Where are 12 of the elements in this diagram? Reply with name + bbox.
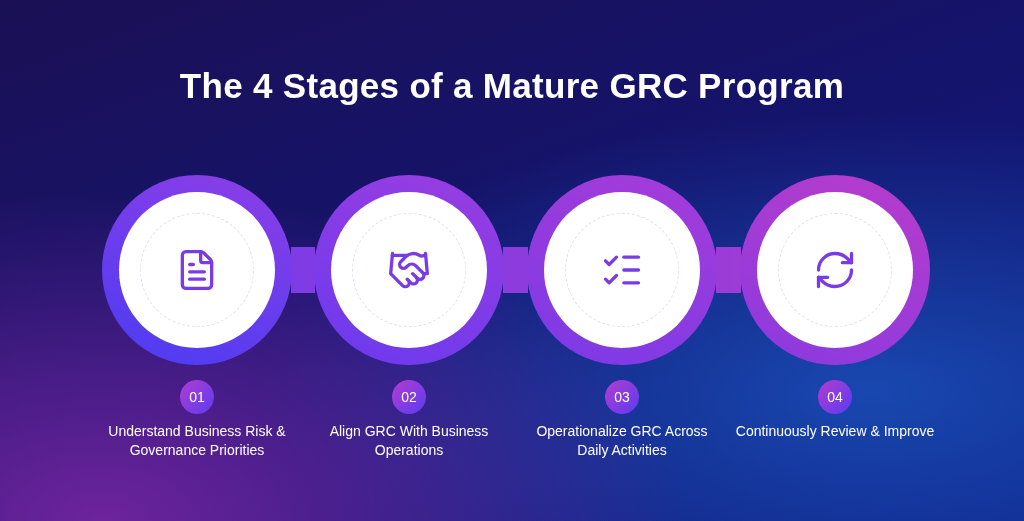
connector-band bbox=[716, 247, 741, 293]
stage-caption: Understand Business Risk & Governance Priorities bbox=[107, 422, 287, 460]
step-number: 01 bbox=[180, 380, 214, 414]
step-number: 03 bbox=[605, 380, 639, 414]
step-number: 02 bbox=[392, 380, 426, 414]
connector-band bbox=[291, 247, 315, 293]
title: The 4 Stages of a Mature GRC Program bbox=[179, 66, 845, 106]
connector-band bbox=[503, 247, 528, 293]
stage-caption: Continuously Review & Improve bbox=[735, 422, 935, 441]
stage-caption: Operationalize GRC Across Daily Activities bbox=[535, 422, 709, 460]
stage-caption: Align GRC With Business Operations bbox=[328, 422, 490, 460]
step-number: 04 bbox=[818, 380, 852, 414]
